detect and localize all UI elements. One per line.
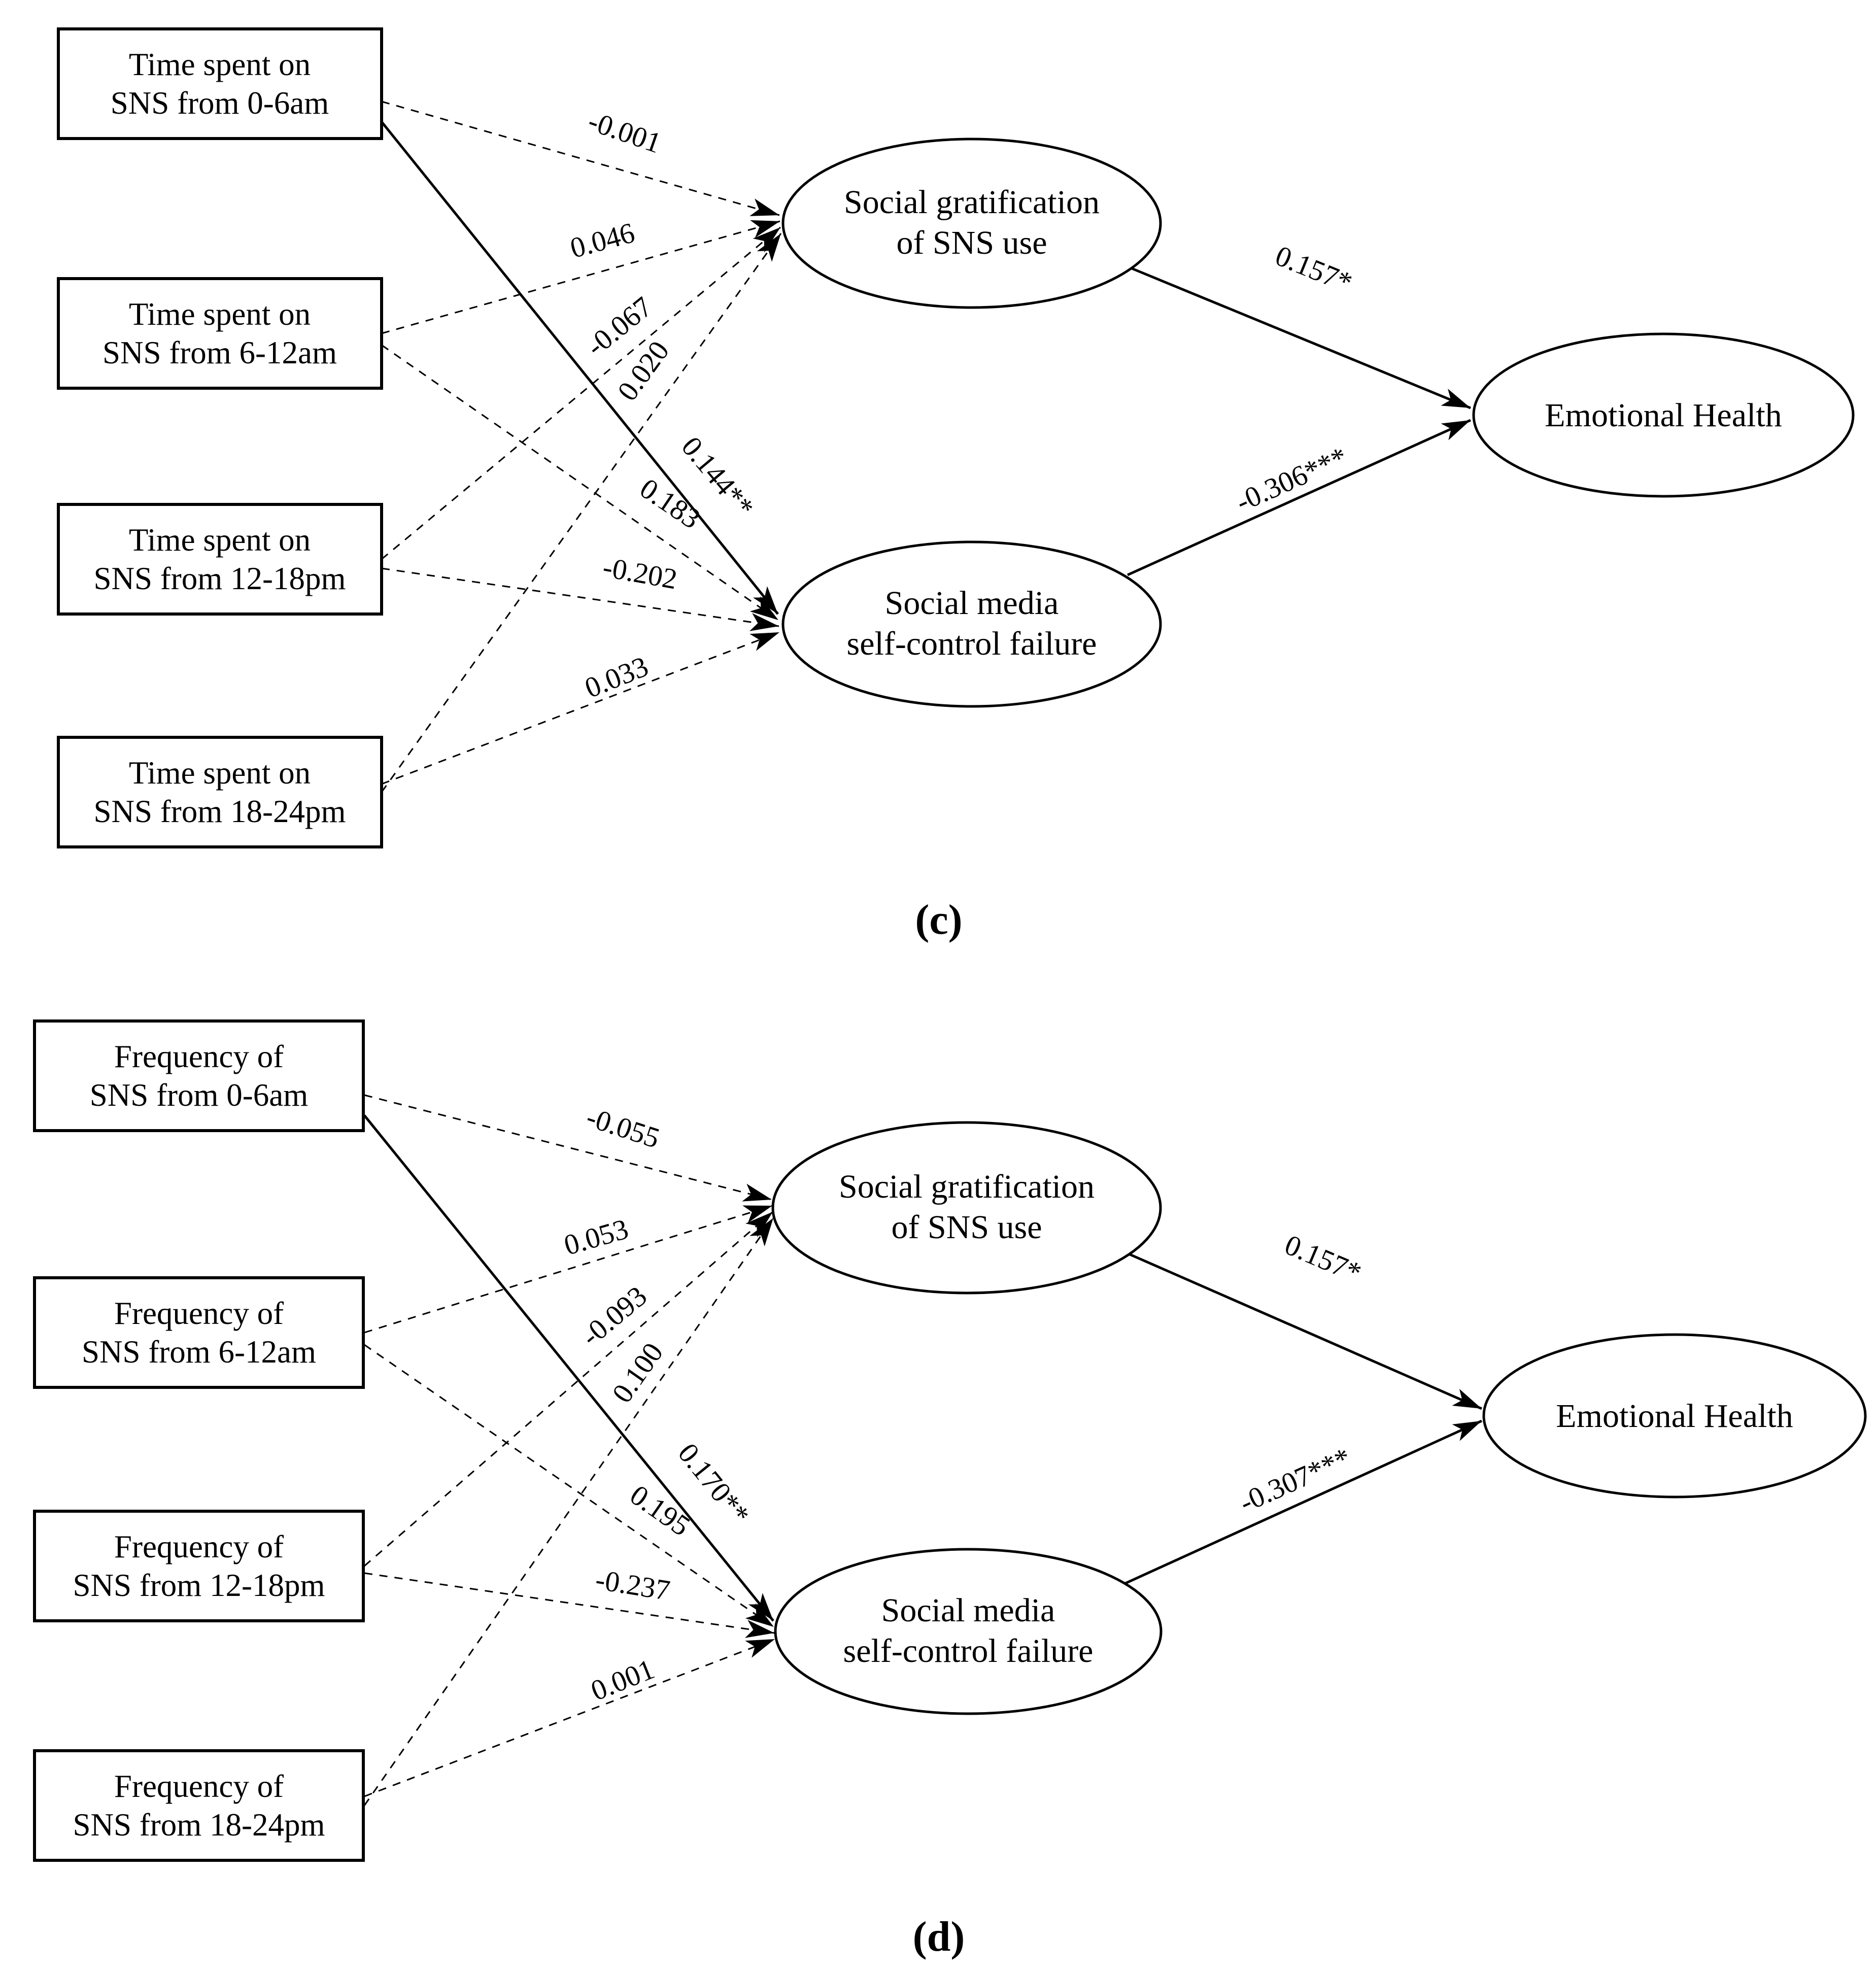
- edge-c-selfcontrol-to-emotional: [1127, 419, 1472, 576]
- ellipse-social-gratification: Social gratification of SNS use: [781, 138, 1162, 309]
- box-label: Frequency of: [114, 1039, 284, 1074]
- ellipse-label: self-control failure: [847, 625, 1097, 662]
- box-label: Frequency of: [114, 1768, 284, 1804]
- box-label: SNS from 12-18pm: [93, 561, 346, 596]
- box-label: Time spent on: [129, 522, 311, 558]
- ellipse-label: of SNS use: [896, 224, 1047, 261]
- ellipse-label: Emotional Health: [1545, 397, 1782, 434]
- coef-d-freq12-18-selfcontrol: -0.237: [593, 1563, 672, 1607]
- box-label: SNS from 12-18pm: [73, 1568, 325, 1603]
- edge-d-freq18-24-to-gratification: [363, 1217, 774, 1806]
- box-freq-6-12am: Frequency of SNS from 6-12am: [33, 1276, 365, 1389]
- ellipse-emotional-health: Emotional Health: [1472, 332, 1855, 498]
- coef-c-time12-18-selfcontrol: -0.202: [600, 551, 679, 596]
- ellipse-label: Social gratification: [839, 1168, 1095, 1205]
- box-freq-18-24pm: Frequency of SNS from 18-24pm: [33, 1749, 365, 1862]
- box-label: Frequency of: [114, 1529, 284, 1564]
- box-label: SNS from 0-6am: [111, 85, 329, 121]
- edge-d-freq0-6-to-selfcontrol: [363, 1114, 774, 1622]
- coef-d-freq18-24-selfcontrol: 0.001: [587, 1653, 659, 1707]
- coef-c-time6-12-gratification: 0.046: [567, 217, 638, 264]
- box-label: SNS from 18-24pm: [93, 794, 346, 829]
- box-time-6-12am: Time spent on SNS from 6-12am: [57, 277, 383, 390]
- edge-c-gratification-to-emotional: [1130, 266, 1471, 410]
- edge-c-time0-6-to-gratification: [381, 100, 780, 216]
- edge-c-time18-24-to-selfcontrol: [381, 631, 780, 785]
- box-label: Time spent on: [129, 296, 311, 332]
- box-time-0-6am: Time spent on SNS from 0-6am: [57, 27, 383, 140]
- box-label: SNS from 6-12am: [103, 335, 337, 370]
- ellipse-label: Social media: [885, 585, 1059, 622]
- edge-d-selfcontrol-to-emotional: [1124, 1419, 1483, 1585]
- ellipse-label: Emotional Health: [1556, 1398, 1793, 1435]
- box-label: Frequency of: [114, 1296, 284, 1331]
- box-time-18-24pm: Time spent on SNS from 18-24pm: [57, 736, 383, 848]
- ellipse-label: Social gratification: [844, 184, 1100, 221]
- coef-c-gratification-emotional: 0.157*: [1271, 240, 1356, 299]
- panel-caption-d: (d): [913, 1913, 965, 1960]
- edge-d-gratification-to-emotional: [1127, 1252, 1483, 1410]
- panel-c: Time spent on SNS from 0-6am Time spent …: [57, 27, 1855, 943]
- coef-c-selfcontrol-emotional: -0.306***: [1231, 441, 1352, 518]
- edge-d-freq0-6-to-gratification: [364, 1094, 772, 1202]
- ellipse-label: self-control failure: [843, 1632, 1094, 1670]
- edge-d-freq12-18-to-selfcontrol: [364, 1572, 775, 1638]
- edge-c-time12-18-to-gratification: [381, 226, 781, 560]
- edge-c-time0-6-to-selfcontrol: [381, 121, 779, 615]
- box-freq-12-18pm: Frequency of SNS from 12-18pm: [33, 1510, 365, 1622]
- edge-d-freq6-12-to-selfcontrol: [364, 1344, 774, 1628]
- coef-c-time18-24-selfcontrol: 0.033: [581, 651, 653, 704]
- box-label: SNS from 6-12am: [82, 1334, 316, 1370]
- coef-d-freq18-24-gratification: 0.100: [606, 1337, 669, 1409]
- coef-c-time18-24-gratification: 0.020: [611, 335, 675, 407]
- edge-c-time18-24-to-gratification: [381, 233, 782, 793]
- ellipse-emotional-health: Emotional Health: [1482, 1333, 1867, 1499]
- coef-d-freq6-12-gratification: 0.053: [561, 1213, 632, 1262]
- edge-d-freq18-24-to-selfcontrol: [364, 1638, 775, 1797]
- panel-d: Frequency of SNS from 0-6am Frequency of…: [33, 1019, 1867, 1960]
- edge-c-time6-12-to-selfcontrol: [381, 344, 779, 621]
- ellipse-label: of SNS use: [891, 1209, 1042, 1246]
- edge-c-time6-12-to-gratification: [381, 220, 780, 334]
- coef-d-gratification-emotional: 0.157*: [1280, 1229, 1366, 1289]
- edge-c-time12-18-to-selfcontrol: [381, 567, 779, 631]
- ellipse-selfcontrol-failure: Social media self-control failure: [781, 540, 1162, 708]
- ellipse-label: Social media: [881, 1592, 1055, 1629]
- ellipse-social-gratification: Social gratification of SNS use: [771, 1121, 1162, 1295]
- box-label: Time spent on: [129, 47, 311, 82]
- coef-d-selfcontrol-emotional: -0.307***: [1235, 1442, 1355, 1519]
- box-label: SNS from 18-24pm: [73, 1807, 325, 1843]
- edge-d-freq6-12-to-gratification: [364, 1205, 773, 1334]
- box-time-12-18pm: Time spent on SNS from 12-18pm: [57, 503, 383, 616]
- coef-c-time0-6-gratification: -0.001: [584, 105, 665, 160]
- coef-d-freq0-6-gratification: -0.055: [583, 1101, 663, 1154]
- coef-d-freq6-12-selfcontrol: 0.195: [624, 1479, 696, 1542]
- box-freq-0-6am: Frequency of SNS from 0-6am: [33, 1019, 365, 1132]
- box-label: SNS from 0-6am: [90, 1077, 308, 1113]
- panel-caption-c: (c): [915, 896, 962, 943]
- ellipse-selfcontrol-failure: Social media self-control failure: [774, 1548, 1163, 1715]
- box-label: Time spent on: [129, 755, 311, 791]
